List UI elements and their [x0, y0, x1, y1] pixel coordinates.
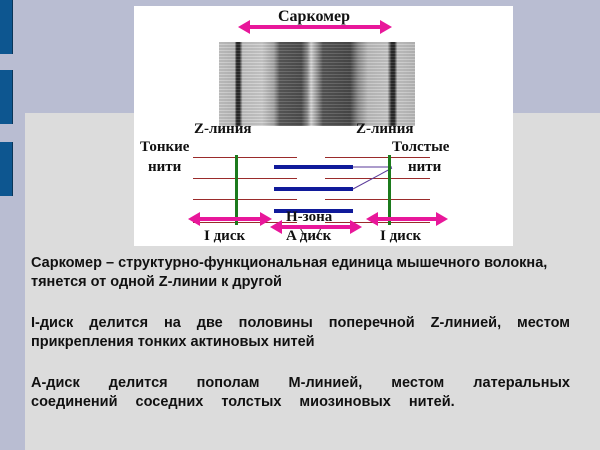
a-disc-label: A диск [286, 228, 332, 244]
thin-filament [325, 178, 430, 179]
thick-filament [274, 187, 353, 191]
thin-filament [193, 199, 297, 200]
h-zone-label: H-зона [286, 209, 333, 225]
sarcomere-arrow [238, 20, 392, 34]
i-disc-right-label: I диск [380, 228, 422, 244]
i-disc-right-arrow [366, 212, 448, 226]
accent-bar-3 [0, 142, 13, 196]
thin-filament [325, 157, 430, 158]
z-line-left [235, 155, 238, 225]
micrograph-image [219, 42, 415, 126]
z-line-right-label: Z-линия [356, 121, 414, 137]
thin-filaments-label-2: нити [148, 159, 182, 175]
accent-bar-2 [0, 70, 13, 124]
thick-filaments-label-1: Толстые [392, 139, 450, 155]
thin-filament [193, 157, 297, 158]
thick-filament [274, 209, 353, 213]
paragraph-a-disc: А-диск делится пополам М-линией, местом … [31, 375, 570, 410]
z-line-left-label: Z-линия [194, 121, 252, 137]
z-line-right [388, 155, 391, 225]
thin-filament [193, 178, 297, 179]
i-disc-left-label: I диск [204, 228, 246, 244]
thin-filament [325, 199, 430, 200]
sarcomere-figure: Саркомер Z-линия Z-линия Тонкие нити Тол… [134, 6, 513, 246]
thin-filaments-label-1: Тонкие [140, 139, 190, 155]
paragraph-i-disc: I-диск делится на две половины поперечно… [31, 315, 570, 350]
thin-filament [193, 222, 297, 223]
a-disc-arrow [270, 220, 362, 234]
thick-filaments-label-2: нити [408, 159, 442, 175]
thick-filament [274, 165, 353, 169]
sarcomere-label: Саркомер [278, 8, 351, 25]
accent-bar-1 [0, 0, 13, 54]
paragraph-sarcomere: Саркомер – структурно-функциональная еди… [31, 255, 548, 290]
i-disc-left-arrow [188, 212, 272, 226]
